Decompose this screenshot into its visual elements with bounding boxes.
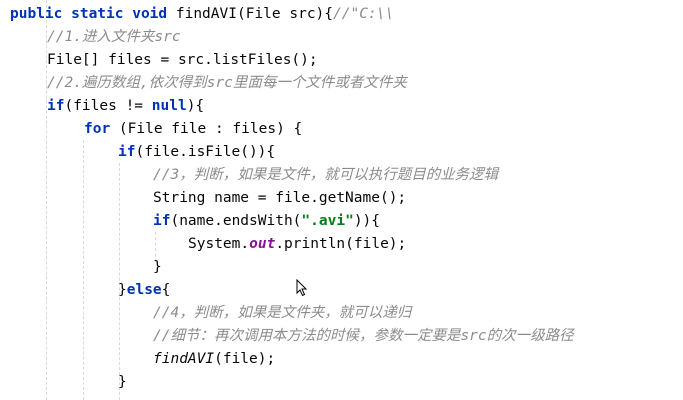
code-text: }: [118, 374, 127, 390]
comment: //2.遍历数组,依次得到src里面每一个文件或者文件夹: [47, 75, 407, 91]
code-line-9: String name = file.getName();: [153, 187, 406, 210]
comment: //3，判断，如果是文件，就可以执行题目的业务逻辑: [153, 167, 499, 183]
code-text: (name.endsWith(: [170, 213, 302, 229]
keyword: if: [153, 213, 171, 229]
comment: //细节：再次调用本方法的时候，参数一定要是src的次一级路径: [153, 328, 574, 344]
code-line-5: if(files != null){: [47, 95, 204, 118]
code-text: (file.isFile()){: [135, 144, 276, 160]
code-text: File[] files = src.listFiles();: [47, 52, 318, 68]
code-line-10: if(name.endsWith(".avi")){: [153, 210, 380, 233]
code-text: .println(file);: [275, 236, 407, 252]
indent-guide: [119, 163, 120, 400]
code-line-12: }: [153, 256, 162, 279]
code-text: (files !=: [64, 98, 152, 114]
code-line-15: //细节：再次调用本方法的时候，参数一定要是src的次一级路径: [153, 325, 574, 348]
code-text: String name = file.getName();: [153, 190, 407, 206]
code-line-11: System.out.println(file);: [188, 233, 406, 256]
code-line-17: }: [118, 371, 127, 394]
code-line-7: if(file.isFile()){: [118, 141, 275, 164]
string-literal: ".avi": [301, 213, 354, 229]
code-text: (File file : files) {: [110, 121, 303, 137]
static-field: out: [249, 236, 276, 252]
comment: //"C:\\: [333, 6, 395, 22]
keyword: public static void: [10, 6, 168, 22]
code-line-6: for (File file : files) {: [84, 118, 302, 141]
code-line-13: }else{: [118, 279, 170, 302]
keyword: if: [118, 144, 136, 160]
code-text: findAVI(File src){: [167, 6, 334, 22]
indent-guide: [155, 232, 156, 262]
code-line-8: //3，判断，如果是文件，就可以执行题目的业务逻辑: [153, 164, 498, 187]
code-text: System.: [188, 236, 250, 252]
keyword: else: [126, 282, 162, 298]
code-text: }: [118, 282, 127, 298]
code-text: (file);: [214, 351, 276, 367]
code-text: ){: [186, 98, 205, 114]
keyword: null: [151, 98, 187, 114]
indent-guide: [46, 0, 47, 400]
comment: //1.进入文件夹src: [47, 29, 181, 45]
keyword: for: [84, 121, 111, 137]
mouse-pointer-icon: [296, 279, 308, 297]
indent-guide: [83, 140, 84, 400]
code-text: }: [153, 259, 162, 275]
code-line-14: //4，判断，如果是文件夹，就可以递归: [153, 302, 411, 325]
code-line-3: File[] files = src.listFiles();: [47, 49, 318, 72]
code-line-1: public static void findAVI(File src){//"…: [10, 3, 394, 26]
code-text: {: [161, 282, 171, 298]
code-line-16: findAVI(file);: [153, 348, 275, 371]
code-text: )){: [353, 213, 381, 229]
method-call: findAVI: [153, 351, 215, 367]
code-line-4: //2.遍历数组,依次得到src里面每一个文件或者文件夹: [47, 72, 407, 95]
code-line-2: //1.进入文件夹src: [47, 26, 181, 49]
comment: //4，判断，如果是文件夹，就可以递归: [153, 305, 412, 321]
keyword: if: [47, 98, 65, 114]
